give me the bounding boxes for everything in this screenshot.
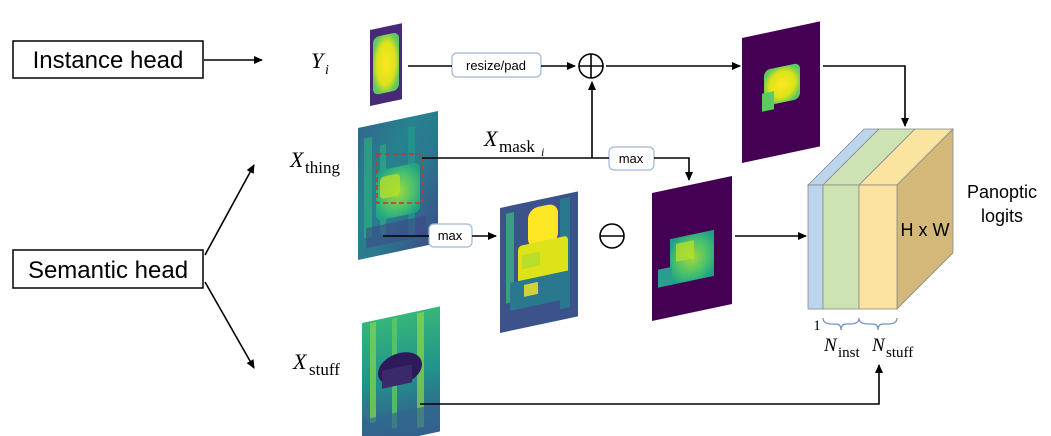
label-n-stuff: N stuff: [871, 335, 913, 361]
panoptic-logits-title: Panoptic logits: [967, 182, 1037, 226]
resized-to-output-arrow: [823, 65, 909, 127]
svg-text:max: max: [619, 151, 644, 166]
svg-text:i: i: [325, 63, 329, 78]
semantic-to-xstuff-arrow: [204, 281, 255, 369]
plus-symbol: [578, 53, 604, 79]
label-y-i: Y i: [311, 48, 329, 78]
label-x-thing: X thing: [289, 147, 340, 177]
instance-mask-image: [370, 23, 402, 106]
svg-text:stuff: stuff: [886, 345, 913, 361]
resize-pad-pill: resize/pad: [451, 52, 542, 78]
svg-text:N: N: [871, 335, 886, 356]
x-stuff-feature-map: [362, 306, 440, 436]
svg-text:Y: Y: [311, 48, 326, 73]
max-pill-top: max: [608, 146, 655, 171]
minus-symbol: [599, 223, 625, 249]
svg-text:mask: mask: [499, 137, 535, 156]
svg-text:max: max: [438, 228, 463, 243]
max-pill-mid: max: [428, 223, 473, 248]
max-semantic-map: [500, 191, 578, 333]
panoptic-logits-block: H x W: [807, 128, 954, 310]
svg-text:X: X: [483, 126, 499, 151]
svg-text:inst: inst: [838, 345, 861, 361]
svg-text:stuff: stuff: [309, 360, 340, 379]
max-top-to-thing-arrow: [654, 157, 693, 181]
instance-head-label: Instance head: [33, 47, 184, 74]
logits-dims-label: H x W: [901, 220, 950, 240]
dimension-braces: [822, 317, 898, 331]
logits-slice-void: [807, 184, 824, 310]
svg-text:thing: thing: [305, 158, 340, 177]
semantic-head-box: Semantic head: [12, 249, 204, 289]
semantic-head-label: Semantic head: [28, 257, 188, 284]
svg-text:i: i: [541, 145, 544, 159]
label-n-inst: N inst: [823, 335, 861, 361]
svg-text:X: X: [292, 349, 308, 374]
svg-text:logits: logits: [981, 206, 1023, 226]
semantic-to-xthing-arrow: [204, 164, 255, 256]
logits-slice-inst: [822, 184, 860, 310]
label-x-stuff: X stuff: [292, 349, 340, 379]
svg-text:Panoptic: Panoptic: [967, 182, 1037, 202]
resized-instance-mask: [742, 21, 820, 163]
svg-text:N: N: [823, 335, 838, 356]
instance-head-box: Instance head: [12, 40, 204, 79]
thing-minus-map: [652, 175, 732, 321]
x-thing-feature-map: [358, 110, 438, 260]
svg-text:X: X: [289, 147, 305, 172]
crop-box: [376, 153, 423, 204]
label-x-mask-i: X mask i: [483, 126, 544, 159]
logits-slice-stuff: [858, 184, 898, 310]
label-one: 1: [813, 318, 821, 334]
stuff-to-output-arrow: [420, 364, 883, 405]
svg-text:resize/pad: resize/pad: [466, 58, 526, 73]
